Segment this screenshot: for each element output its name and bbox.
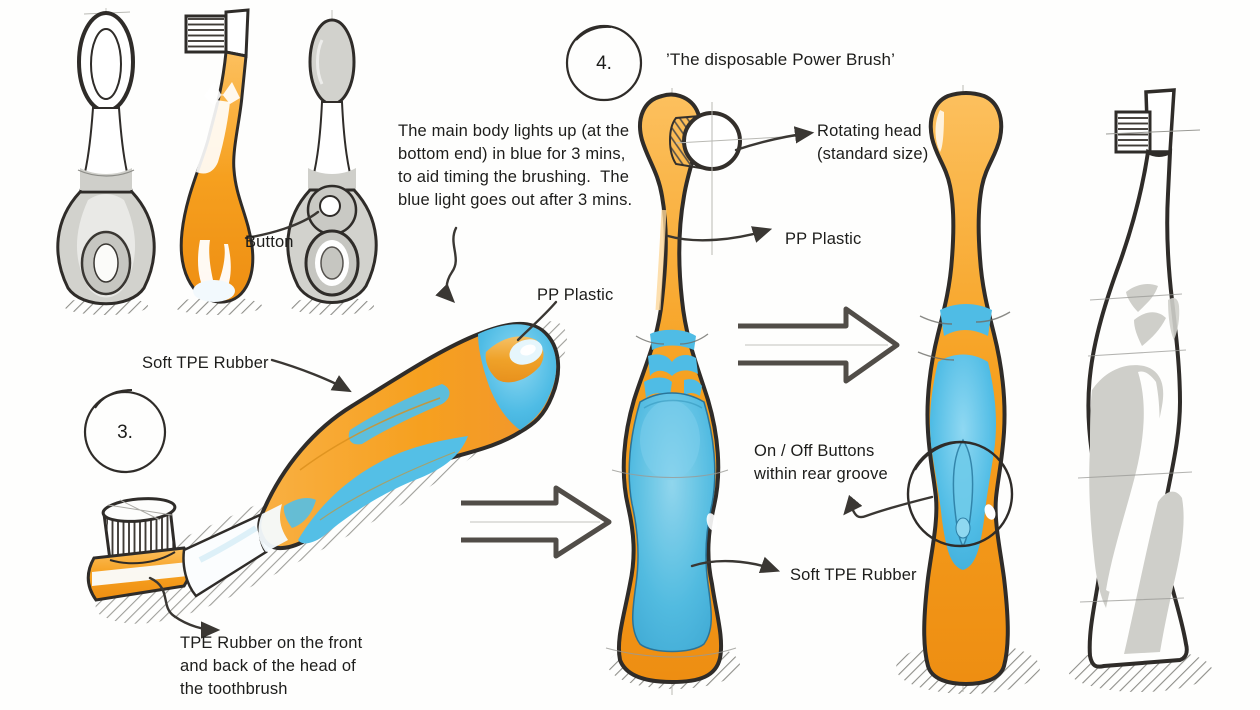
- pp-plastic-upper-label: PP Plastic: [785, 230, 862, 248]
- step-3-number: 3.: [117, 422, 133, 443]
- leader-lines: [148, 126, 934, 639]
- note-line: (standard size): [817, 145, 929, 163]
- arrow-upper: [738, 306, 900, 384]
- note-line: the toothbrush: [180, 680, 288, 698]
- arrow-lower: [461, 485, 612, 559]
- on-off-leader: [843, 494, 934, 519]
- side-view-sketch-orange: [174, 8, 262, 315]
- note-line: bottom end) in blue for 3 mins,: [398, 145, 626, 163]
- perspective-sketch: [86, 321, 567, 624]
- pp-plastic-upper-leader: [666, 226, 773, 243]
- step-4-number: 4.: [596, 53, 612, 74]
- note-line: and back of the head of: [180, 657, 356, 675]
- note-line: Rotating head: [817, 122, 922, 140]
- final-front-sketch: [605, 88, 801, 695]
- rotating-head-leader: [734, 126, 815, 152]
- step-4-circle: [565, 24, 643, 102]
- note-line: within rear groove: [754, 465, 888, 483]
- front-view-sketch-gray: [56, 8, 156, 315]
- soft-tpe-front-label: Soft TPE Rubber: [790, 566, 917, 584]
- final-back-sketch: [896, 85, 1040, 694]
- note-line: TPE Rubber on the front: [180, 634, 363, 652]
- tpe-head-label: TPE Rubber on the front and back of the …: [180, 632, 362, 701]
- main-body-note: The main body lights up (at the bottom e…: [398, 120, 632, 212]
- pp-plastic-side-leader: [516, 300, 558, 342]
- note-line: The main body lights up (at the: [398, 122, 630, 140]
- soft-tpe-front-leader: [690, 556, 781, 574]
- button-label: Button: [245, 233, 294, 251]
- note-line: to aid timing the brushing. The: [398, 168, 630, 186]
- note-line: On / Off Buttons: [754, 442, 875, 460]
- rotating-head-label: Rotating head (standard size): [817, 120, 928, 166]
- back-view-sketch-gray: [286, 10, 378, 315]
- on-off-label: On / Off Buttons within rear groove: [754, 440, 888, 486]
- soft-tpe-side-leader: [270, 358, 352, 393]
- main-body-note-leader: [435, 226, 458, 304]
- soft-tpe-side-label: Soft TPE Rubber: [142, 354, 269, 372]
- note-line: blue light goes out after 3 mins.: [398, 191, 633, 209]
- tpe-head-leader: [148, 576, 221, 639]
- step-3-circle: [83, 389, 167, 474]
- gray-side-sketch: [1068, 88, 1212, 692]
- pp-plastic-side-label: PP Plastic: [537, 286, 614, 304]
- page-title: ’The disposable Power Brush’: [666, 50, 896, 69]
- button-leader: [244, 210, 320, 240]
